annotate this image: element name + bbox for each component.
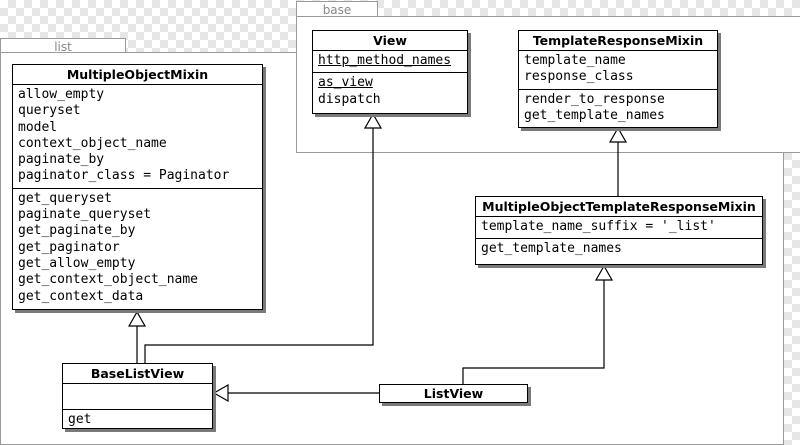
class-multipleobjectmixin[interactable]: MultipleObjectMixin allow_empty queryset…	[12, 64, 263, 310]
arrowhead-view	[363, 112, 383, 129]
attributes-section	[63, 384, 212, 409]
attributes-section: template_name_suffix = '_list'	[476, 217, 762, 238]
class-name: MultipleObjectMixin	[13, 65, 262, 85]
arrowhead-multipleobjectmixin	[127, 310, 147, 327]
method: get_paginate_by	[18, 223, 136, 239]
arrowhead-baselistview	[212, 383, 229, 403]
base-package-label: base	[322, 3, 352, 17]
class-name: ListView	[423, 386, 484, 401]
methods-section: get_template_names	[476, 238, 762, 260]
class-name: BaseListView	[63, 364, 212, 384]
base-package-tab: base	[296, 1, 378, 17]
method: get_template_names	[524, 107, 665, 123]
attributes-section: template_name response_class	[519, 51, 717, 89]
attribute: http_method_names	[318, 53, 452, 68]
arrowhead-motrm	[594, 264, 614, 281]
attribute: queryset	[18, 103, 81, 119]
attribute: allow_empty	[18, 87, 105, 102]
class-multipleobjecttemplateresponsemixin[interactable]: MultipleObjectTemplateResponseMixin temp…	[475, 196, 763, 265]
attribute: template_name	[524, 53, 626, 68]
method: get_context_data	[18, 288, 144, 304]
attribute: context_object_name	[18, 135, 167, 151]
attributes-section: allow_empty queryset model context_objec…	[13, 85, 262, 188]
attribute: template_name_suffix = '_list'	[481, 219, 716, 234]
method: get_paginator	[18, 239, 120, 255]
class-view[interactable]: View http_method_names as_view dispatch	[312, 30, 468, 114]
class-name: TemplateResponseMixin	[519, 31, 717, 51]
arrowhead-templateresponsemixin	[608, 126, 628, 143]
method: dispatch	[318, 91, 381, 107]
method: get_template_names	[481, 241, 622, 257]
attribute: paginator_class = Paginator	[18, 168, 230, 184]
list-package-tab: list	[0, 38, 126, 54]
attributes-section: http_method_names	[313, 51, 467, 72]
arrow-listview-to-motrm	[462, 280, 605, 384]
list-package-label: list	[54, 40, 72, 54]
method: as_view	[318, 75, 373, 91]
methods-section: as_view dispatch	[313, 72, 467, 111]
method: get_context_object_name	[18, 272, 199, 288]
method: get_allow_empty	[18, 255, 136, 271]
method: paginate_queryset	[18, 207, 152, 223]
class-templateresponsemixin[interactable]: TemplateResponseMixin template_name resp…	[518, 30, 718, 128]
methods-section: render_to_response get_template_names	[519, 88, 717, 128]
method: get_queryset	[18, 190, 112, 206]
class-name: MultipleObjectTemplateResponseMixin	[476, 197, 762, 217]
attribute: model	[18, 119, 58, 135]
methods-section: get_queryset paginate_queryset get_pagin…	[13, 187, 262, 308]
arrow-baselistview-to-view	[144, 128, 374, 363]
class-name: View	[313, 31, 467, 51]
methods-section: get	[63, 409, 212, 431]
method: render_to_response	[524, 91, 665, 107]
attribute: response_class	[524, 69, 634, 85]
class-baselistview[interactable]: BaseListView get	[62, 363, 213, 429]
class-listview[interactable]: ListView	[379, 384, 528, 403]
attribute: paginate_by	[18, 152, 105, 168]
method: get	[68, 412, 92, 427]
